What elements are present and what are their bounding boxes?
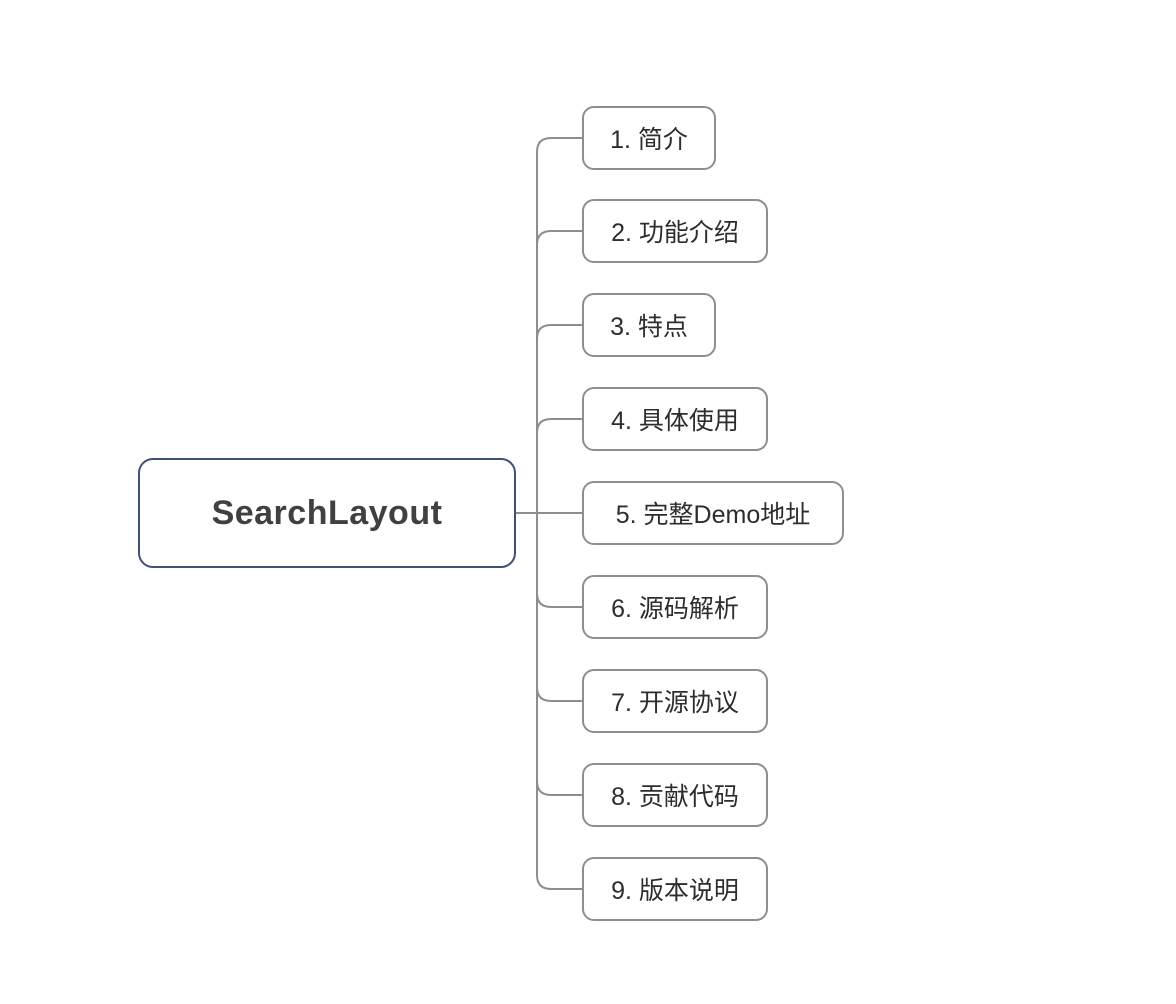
topic-node-6[interactable]: 6. 源码解析: [582, 575, 768, 639]
topic-node-label: 4. 具体使用: [611, 407, 739, 435]
topic-node-9[interactable]: 9. 版本说明: [582, 857, 768, 921]
branch-2: [536, 230, 583, 246]
branch-1: [536, 137, 583, 153]
branch-9: [536, 874, 583, 890]
topic-node-1[interactable]: 1. 简介: [582, 106, 716, 170]
branch-7: [536, 686, 583, 702]
branch-3: [536, 324, 583, 340]
topic-node-5[interactable]: 5. 完整Demo地址: [582, 481, 844, 545]
topic-node-3[interactable]: 3. 特点: [582, 293, 716, 357]
root-node-searchlayout[interactable]: SearchLayout: [138, 458, 516, 568]
topic-node-label: 6. 源码解析: [611, 595, 739, 623]
branch-4: [536, 418, 583, 434]
topic-node-label: 5. 完整Demo地址: [615, 501, 811, 529]
topic-node-label: 3. 特点: [610, 313, 688, 341]
topic-node-7[interactable]: 7. 开源协议: [582, 669, 768, 733]
topic-node-label: 1. 简介: [610, 126, 688, 154]
root-node-label: SearchLayout: [211, 493, 443, 532]
topic-node-label: 8. 贡献代码: [611, 783, 739, 811]
branch-6: [536, 592, 583, 608]
topic-node-8[interactable]: 8. 贡献代码: [582, 763, 768, 827]
topic-node-label: 9. 版本说明: [611, 877, 739, 905]
branch-8: [536, 780, 583, 796]
topic-node-label: 2. 功能介绍: [611, 219, 739, 247]
topic-node-2[interactable]: 2. 功能介绍: [582, 199, 768, 263]
topic-node-4[interactable]: 4. 具体使用: [582, 387, 768, 451]
topic-node-label: 7. 开源协议: [611, 689, 739, 717]
